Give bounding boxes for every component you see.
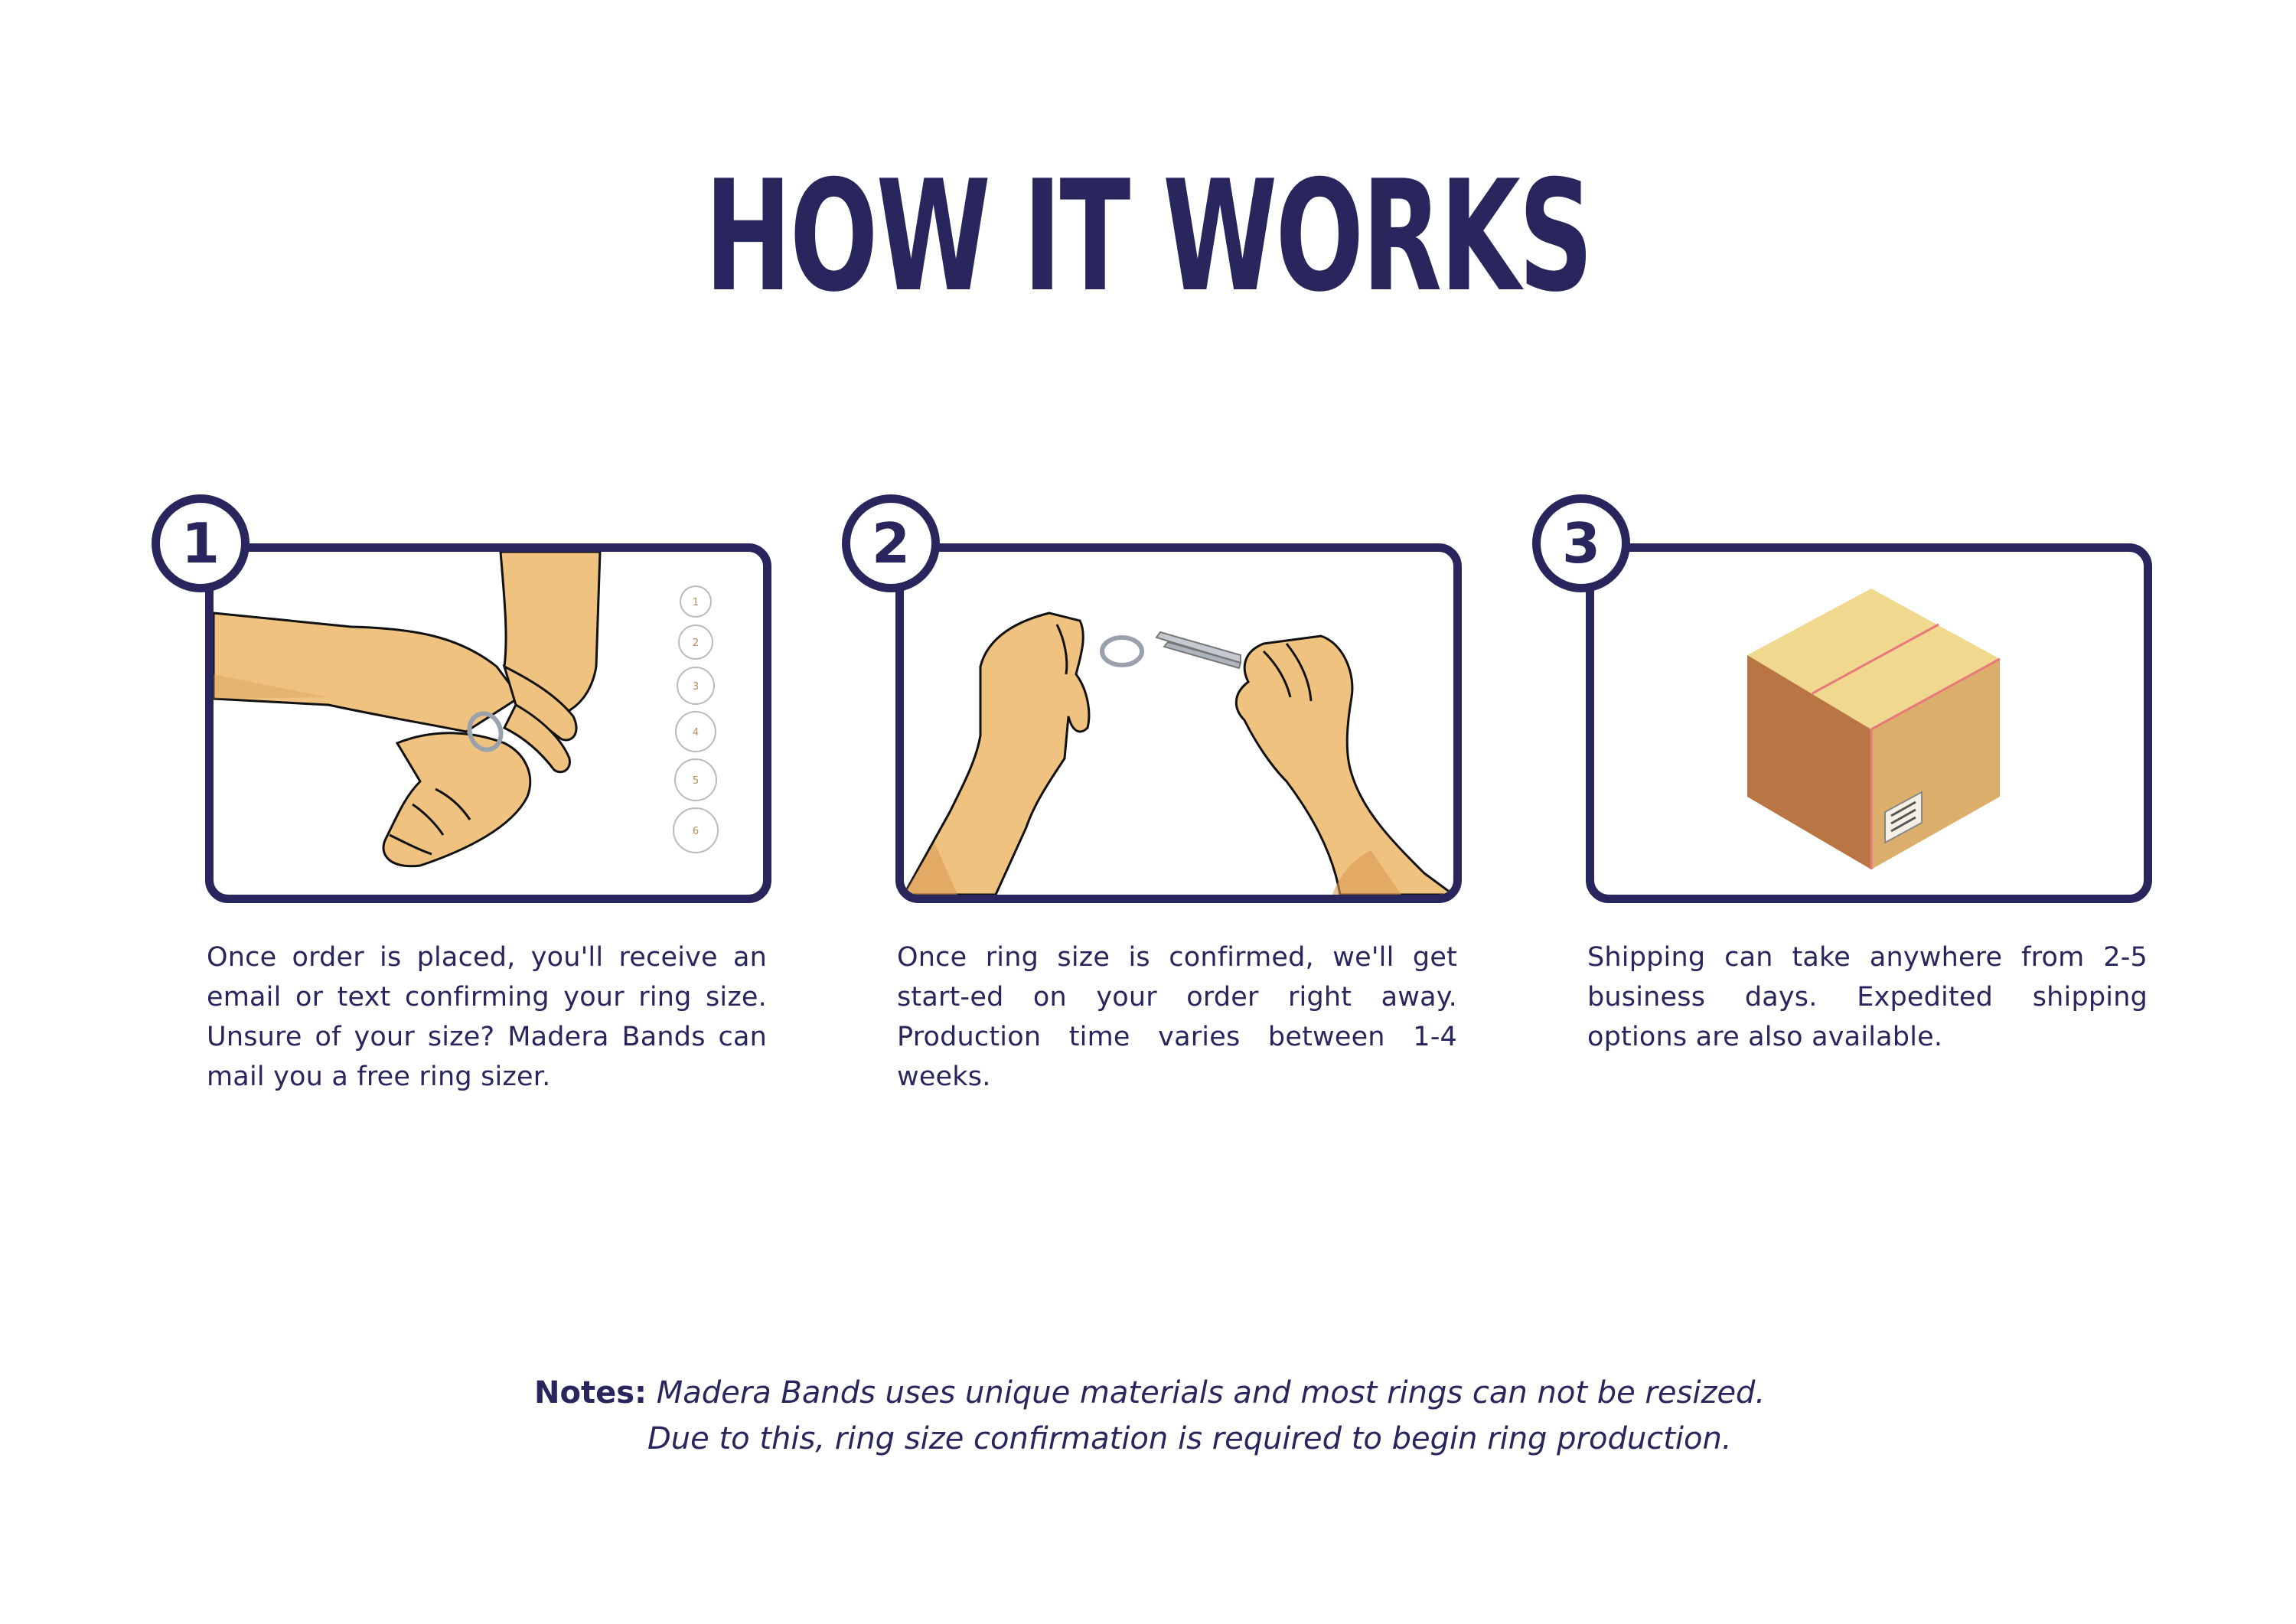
step-description: Once ring size is confirmed, we'll get s… [897,942,1457,1092]
step-number-badge: 1 [152,494,249,592]
notes-line-1: Notes: Madera Bands uses unique material… [534,1370,1765,1416]
step-number-badge: 3 [1532,494,1630,592]
ring-sizer: 1 2 3 4 5 6 [673,585,719,853]
page-title: HOW IT WORKS [704,148,1593,326]
ring-sizer-label: 4 [693,727,699,739]
notes-text: Madera Bands uses unique materials and m… [656,1375,1766,1410]
step-description: Once order is placed, you'll receive an … [207,942,767,1092]
shipping-box-illustration [1747,589,2001,869]
ring-sizer-label: 1 [693,597,699,608]
step-description: Shipping can take anywhere from 2-5 busi… [1587,942,2148,1052]
step-illustration-frame [1586,543,2152,903]
step-number-badge: 2 [842,494,940,592]
notes-line-2: Due to this, ring size confirmation is r… [647,1421,1732,1456]
hand-ring-illustration: 1 2 3 4 5 6 [214,552,719,868]
step-illustration-frame [895,543,1462,903]
ring-sizer-label: 2 [693,638,699,649]
notes-label: Notes: [534,1375,647,1410]
ring-sizer-label: 5 [693,775,699,787]
hands-with-tweezers-illustration [904,611,1453,895]
ring-sizer-label: 6 [693,826,699,837]
ring-sizer-label: 3 [693,681,699,693]
step-illustration-frame: 1 2 3 4 5 6 [205,543,771,903]
